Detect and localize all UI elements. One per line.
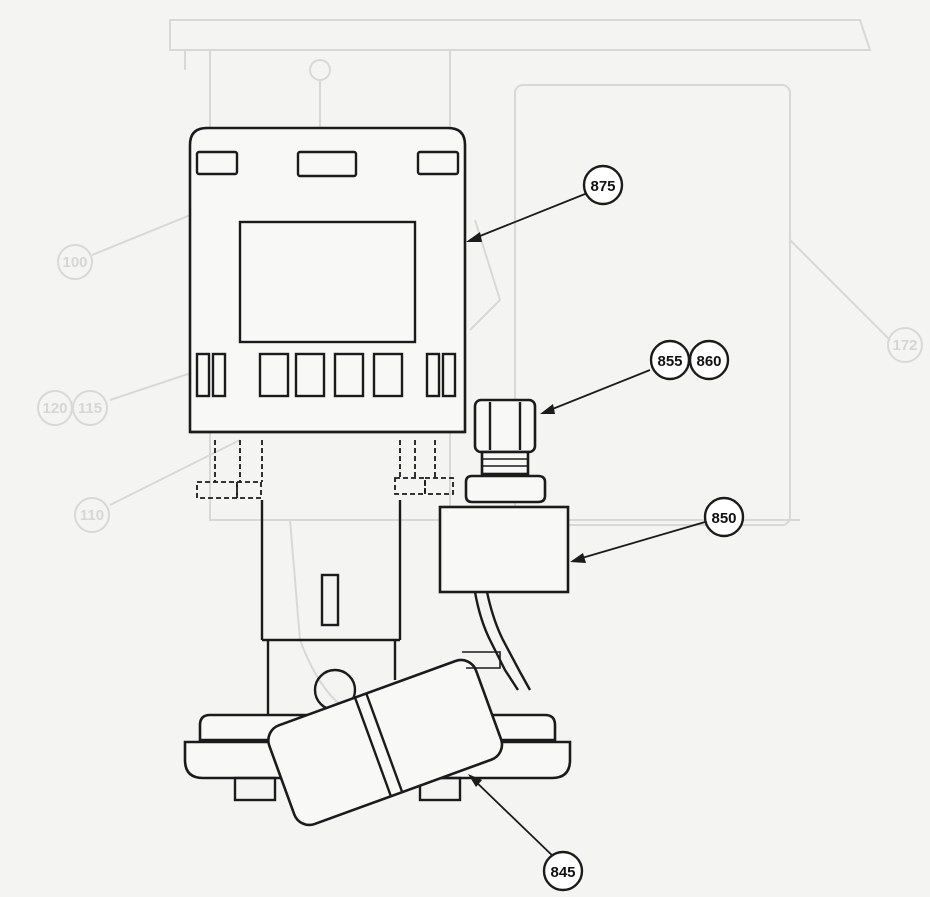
- callout-label-845: 845: [550, 864, 575, 881]
- capacitor-canister: [267, 658, 504, 827]
- callout-860: 860: [688, 339, 730, 381]
- cable-fitting: [464, 398, 547, 504]
- ghost-callout-110: 110: [80, 507, 104, 524]
- dashed-fasteners: [196, 440, 454, 499]
- ghost-callout-172: 172: [892, 337, 917, 354]
- ghost-callout-115: 115: [78, 400, 102, 417]
- ghost-callout-120: 120: [42, 400, 67, 417]
- callout-845: 845: [542, 850, 584, 892]
- cover-housing: [188, 126, 467, 434]
- callout-label-860: 860: [696, 353, 721, 370]
- leader-lines: [466, 191, 706, 861]
- callout-label-850: 850: [711, 510, 736, 527]
- switch-box: [438, 505, 570, 691]
- callout-855: 855: [649, 339, 691, 381]
- background-assembly-ghost: 100 172 120 115 110: [37, 19, 923, 721]
- callout-label-875: 875: [590, 178, 615, 195]
- ghost-callout-100: 100: [62, 254, 87, 271]
- callout-850: 850: [703, 496, 745, 538]
- callout-875: 875: [582, 164, 624, 206]
- motor-column: [260, 500, 402, 715]
- callout-label-855: 855: [657, 353, 682, 370]
